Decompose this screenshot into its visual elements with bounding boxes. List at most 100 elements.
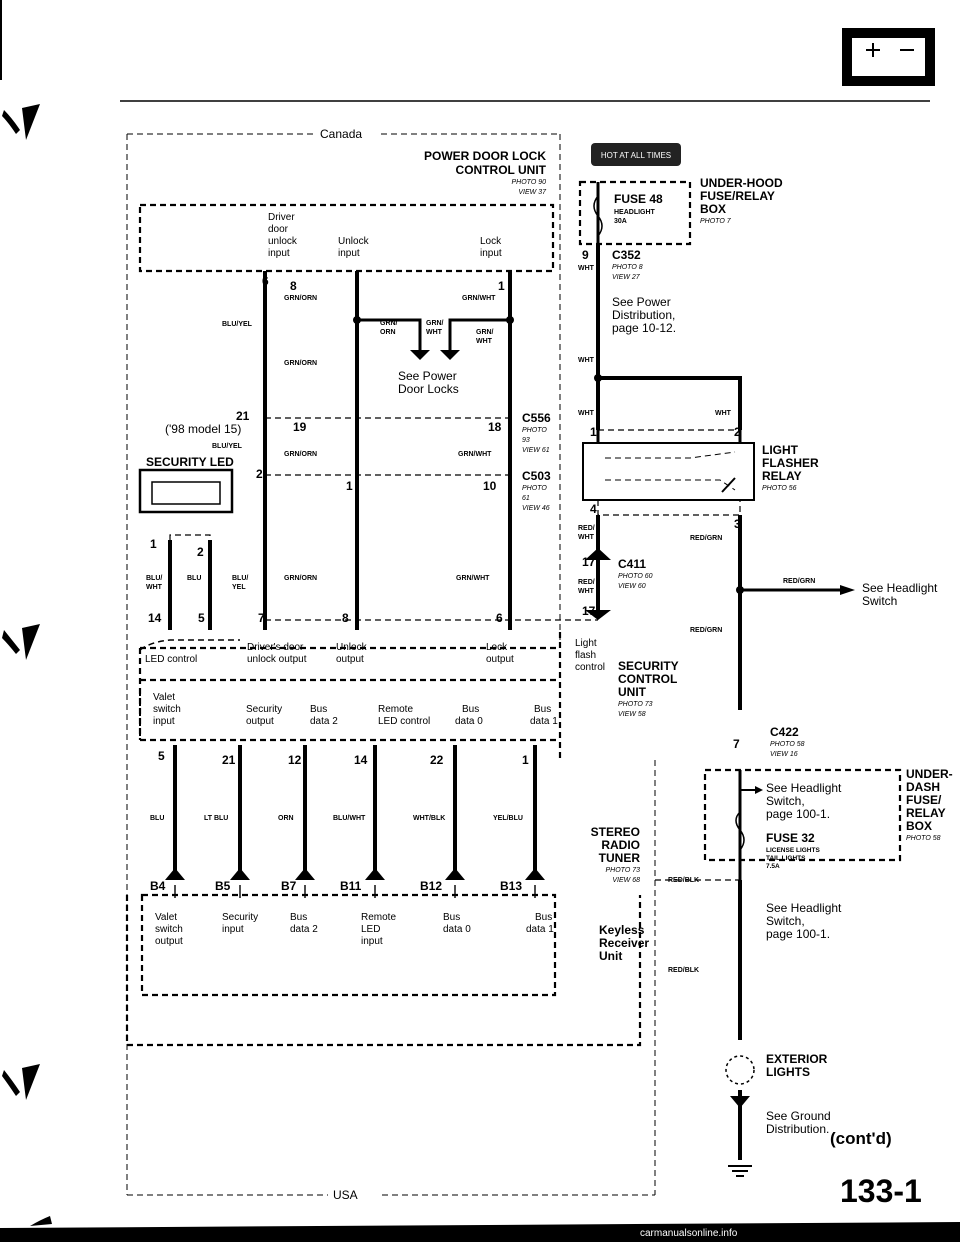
pin-2c: 2 xyxy=(734,425,741,439)
see-ground-1: See Ground xyxy=(766,1109,831,1123)
see-pdl-2: Door Locks xyxy=(398,382,459,396)
wire-red-grn-1: RED/GRN xyxy=(690,535,722,542)
udb-line2: DASH xyxy=(906,780,940,794)
region-usa: USA xyxy=(333,1188,358,1202)
scu-data2: data 2 xyxy=(310,716,338,727)
wire-red-blk-1: RED/BLK xyxy=(668,877,699,884)
page-number: 133-1 xyxy=(840,1173,922,1209)
lfr-photo: PHOTO 56 xyxy=(762,485,797,492)
kr-c1-3: output xyxy=(155,936,183,947)
wire-grn-orn-5: GRN/ORN xyxy=(284,575,317,582)
kr-c4-1: Remote xyxy=(361,912,396,923)
scu-switch: switch xyxy=(153,704,181,715)
c556-name: C556 xyxy=(522,411,551,425)
scu-remote: Remote xyxy=(378,704,413,715)
pdl-view: VIEW 37 xyxy=(518,189,547,196)
c422-photo: PHOTO 58 xyxy=(770,741,805,748)
led-control: LED control xyxy=(145,654,197,665)
wire-grn-wht-1: GRN/WHT xyxy=(462,295,496,302)
scu-title-3: UNIT xyxy=(618,685,647,699)
scu-bus: Bus xyxy=(310,704,327,715)
pdl-photo: PHOTO 90 xyxy=(512,179,547,186)
ud-see-1: See Headlight xyxy=(766,781,842,795)
scu-data1: data 1 xyxy=(530,716,558,727)
c352-pin: 9 xyxy=(582,248,589,262)
kr-c3-1: Bus xyxy=(290,912,307,923)
pin-b4: B4 xyxy=(150,879,166,893)
keyless-3: Unit xyxy=(599,949,622,963)
c503-num: 61 xyxy=(522,495,530,502)
fuse32-sub2: TAIL LIGHTS xyxy=(766,855,806,862)
c411-photo: PHOTO 60 xyxy=(618,573,653,580)
ext-lights-2: LIGHTS xyxy=(766,1065,810,1079)
pin-b5: B5 xyxy=(215,879,231,893)
pdl-col3-1: Lock xyxy=(480,236,502,247)
pin-18: 18 xyxy=(488,420,502,434)
pin-2-led: 2 xyxy=(197,545,204,559)
wire-red-wht-a: RED/ xyxy=(578,525,595,532)
scu-control: control xyxy=(575,662,605,673)
wire-blu-2: BLU xyxy=(150,815,164,822)
scu-data0: data 0 xyxy=(455,716,483,727)
pin-1c: 1 xyxy=(590,425,597,439)
stereo-view: VIEW 68 xyxy=(612,877,640,884)
wire-red-grn-3: RED/GRN xyxy=(690,627,722,634)
kr-c5-1: Bus xyxy=(443,912,460,923)
ud-see-2: Switch, xyxy=(766,794,805,808)
scu-flash: flash xyxy=(575,650,596,661)
pdl-col1-2: door xyxy=(268,224,289,235)
fuse32-sub1: LICENSE LIGHTS xyxy=(766,847,820,854)
scu-unlock-output: unlock output xyxy=(247,654,307,665)
scu-unlock: Unlock xyxy=(336,642,368,653)
pin-4: 4 xyxy=(590,502,597,516)
c503-photo: PHOTO xyxy=(522,485,547,492)
pdl-col1-4: input xyxy=(268,248,290,259)
wire-grn-wht-5: GRN/WHT xyxy=(456,575,490,582)
s-pin-21: 21 xyxy=(222,753,236,767)
wire-grn-orn-2b: ORN xyxy=(380,329,396,336)
pdl-title-2: CONTROL UNIT xyxy=(456,163,547,177)
see-ground-2: Distribution. xyxy=(766,1122,829,1136)
wire-red-wht-b: WHT xyxy=(578,534,595,541)
udb-line1: UNDER- xyxy=(906,767,953,781)
ud-see-3: page 100-1. xyxy=(766,807,830,821)
ext-lights-1: EXTERIOR xyxy=(766,1052,828,1066)
scu-photo: PHOTO 73 xyxy=(618,701,653,708)
wire-grn-orn-3: GRN/ORN xyxy=(284,360,317,367)
pdl-col2-1: Unlock xyxy=(338,236,370,247)
udb-line5: BOX xyxy=(906,819,932,833)
pin-7: 7 xyxy=(258,611,265,625)
security-led-label: SECURITY LED xyxy=(146,455,234,469)
see-headlight-2: Switch xyxy=(862,594,897,608)
wire-yel-blu: YEL/BLU xyxy=(493,815,523,822)
model-note: ('98 model 15) xyxy=(165,422,241,436)
scu-light: Light xyxy=(575,638,597,649)
kr-c6-2: data 1 xyxy=(526,924,554,935)
c352-wire: WHT xyxy=(578,265,595,272)
c411-view: VIEW 60 xyxy=(618,583,646,590)
lfr-line3: RELAY xyxy=(762,469,802,483)
c352-photo: PHOTO 8 xyxy=(612,264,643,271)
wire-red-wht-c: RED/ xyxy=(578,579,595,586)
fuse48-sub: HEADLIGHT xyxy=(614,209,656,216)
c411-name: C411 xyxy=(618,557,646,571)
kr-c6-1: Bus xyxy=(535,912,552,923)
pin-6: 6 xyxy=(262,274,269,288)
c422-view: VIEW 16 xyxy=(770,751,798,758)
binder-marks xyxy=(0,0,40,1100)
wire-wht-2: WHT xyxy=(578,410,595,417)
see-power-dist-3: page 10-12. xyxy=(612,321,676,335)
pin-b7: B7 xyxy=(281,879,297,893)
wire-red-blk-2: RED/BLK xyxy=(668,967,699,974)
region-canada: Canada xyxy=(320,127,362,141)
pin-21: 21 xyxy=(236,409,250,423)
pin-1b: 1 xyxy=(346,479,353,493)
pin-2: 2 xyxy=(256,467,263,481)
kr-c2-1: Security xyxy=(222,912,258,923)
scu-input: input xyxy=(153,716,175,727)
wire-orn: ORN xyxy=(278,815,294,822)
see-pdl-1: See Power xyxy=(398,369,457,383)
uhb-photo: PHOTO 7 xyxy=(700,218,732,225)
lfr-line2: FLASHER xyxy=(762,456,819,470)
stereo-3: TUNER xyxy=(599,851,641,865)
